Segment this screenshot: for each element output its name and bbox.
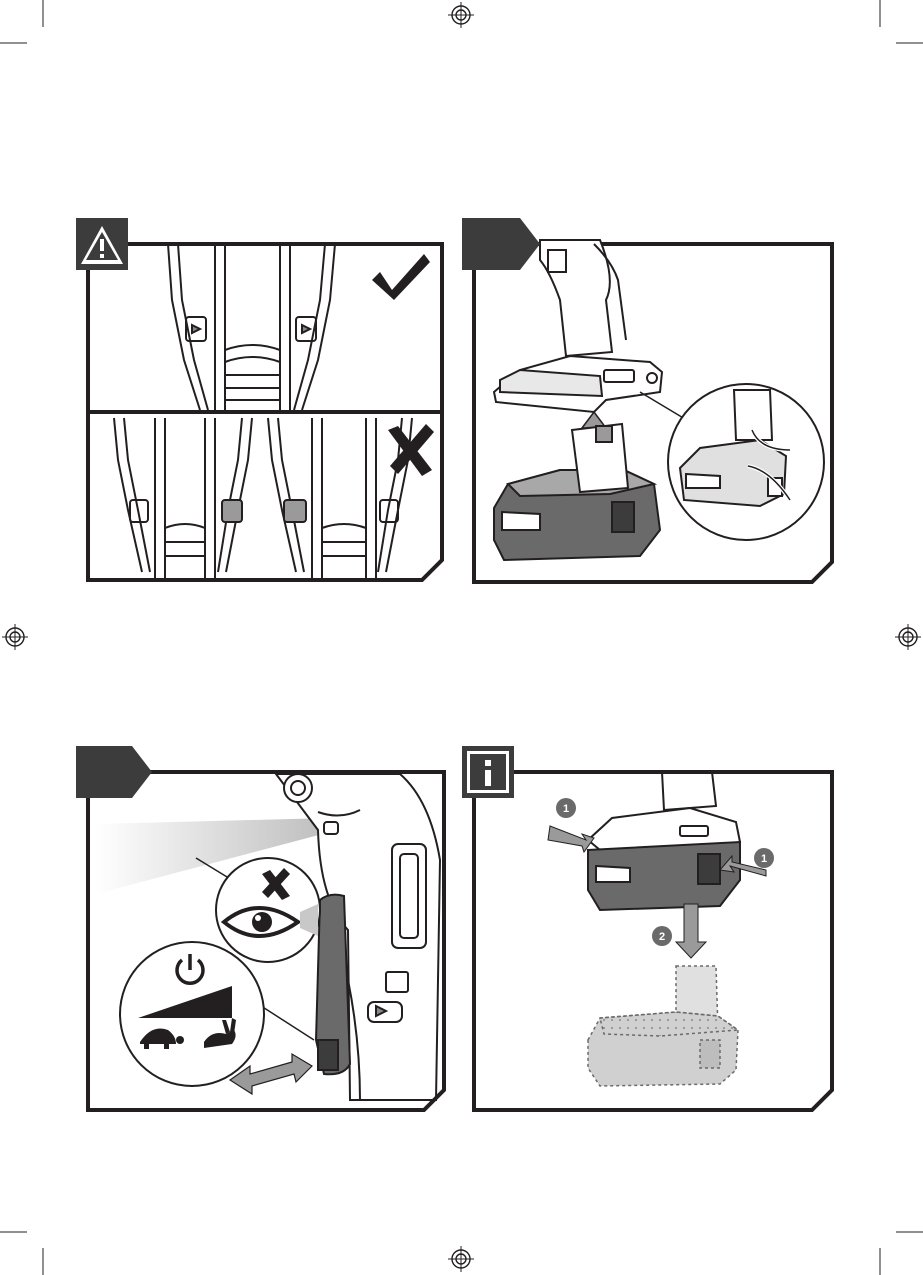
panel-divider: [88, 410, 442, 414]
svg-text:1: 1: [761, 853, 767, 865]
arrow-down-icon: [676, 904, 706, 958]
illustration-ghost-battery: [588, 966, 738, 1086]
info-icon: [462, 746, 514, 798]
step-tab: [462, 218, 540, 270]
registration-mark-right: [895, 624, 921, 650]
panel-light-trigger: [76, 746, 444, 1110]
panel-battery-removal: [462, 218, 832, 582]
illustration-latches-correct: [168, 244, 335, 410]
step-tab: [76, 746, 152, 798]
registration-mark-top: [448, 2, 474, 28]
step-badge-1a: 1: [556, 798, 576, 818]
step-badge-2: 2: [652, 926, 672, 946]
illustration-trigger: [316, 895, 350, 1075]
step-badge-1b: 1: [754, 848, 774, 868]
illustration-drill-handle: [588, 772, 740, 910]
arrow-right-icon: [548, 826, 594, 852]
warning-icon: [76, 218, 128, 270]
speed-control-callout: [120, 942, 264, 1086]
eye-warning-callout: [216, 858, 320, 962]
svg-text:2: 2: [659, 931, 665, 943]
illustration-detail-circle: [668, 384, 824, 540]
illustration-battery-pack: [494, 424, 660, 560]
registration-mark-left: [2, 624, 28, 650]
callout-line: [258, 1004, 314, 1040]
panel-battery-release: 1 1 2: [462, 746, 832, 1110]
illustration-latches-incorrect: [114, 418, 412, 580]
panel-battery-position: [76, 218, 442, 580]
svg-text:1: 1: [563, 803, 569, 815]
registration-mark-bottom: [448, 1246, 474, 1272]
check-mark-icon: [372, 254, 430, 300]
